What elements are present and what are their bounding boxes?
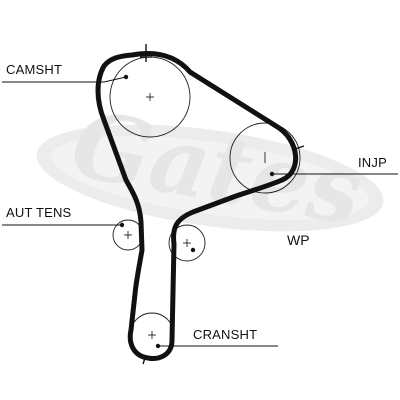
crankshaft-leader (155, 343, 278, 349)
camshaft-label: CAMSHT (6, 62, 62, 77)
injection-pump-label: INJP (358, 155, 387, 170)
crankshaft-label: CRANSHT (193, 327, 257, 342)
auto-tensioner-label: AUT TENS (6, 205, 72, 220)
camshaft-timing-mark (140, 44, 152, 62)
camshaft-leader (2, 74, 129, 83)
auto-tensioner-pulley (112, 219, 144, 251)
timing-belt (95, 51, 298, 361)
injection-pump-leader (269, 171, 398, 177)
auto-tensioner-leader (2, 222, 125, 228)
water-pump-label: WP (287, 232, 310, 248)
injection-pump-timing-mark (291, 145, 305, 151)
gates-logo-watermark: Gates (36, 90, 384, 247)
water-pump-dot (190, 247, 196, 253)
injection-pump-pulley (229, 122, 301, 194)
water-pump-pulley (168, 224, 206, 262)
crankshaft-timing-mark (142, 354, 147, 365)
